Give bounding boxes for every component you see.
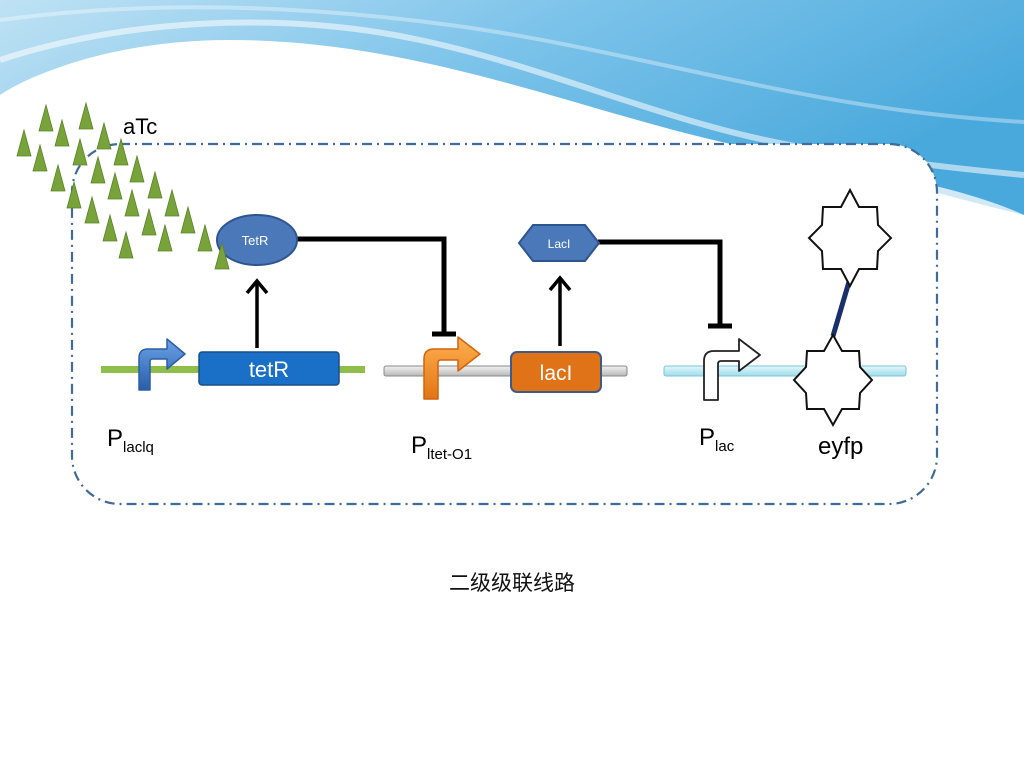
atc-molecule [141, 207, 157, 236]
atc-molecule [102, 213, 118, 242]
atc-molecule [16, 128, 32, 157]
promoter-label-ptet: Pltet-O1 [411, 432, 473, 463]
protein-laci-label: LacI [548, 237, 571, 251]
atc-molecule [113, 137, 129, 166]
atc-molecule [38, 103, 54, 132]
diagram-caption: 二级级联线路 [449, 571, 575, 595]
atc-molecule [50, 163, 66, 192]
atc-molecule [32, 143, 48, 172]
atc-molecules [16, 101, 230, 270]
expression-arrow-laci [548, 275, 572, 346]
atc-molecule [54, 118, 70, 147]
gene-laci: lacI [510, 351, 602, 393]
promoter-arrow-plac [703, 338, 761, 401]
atc-molecule [129, 154, 145, 183]
atc-molecule [66, 180, 82, 209]
atc-molecule [84, 195, 100, 224]
atc-molecule [147, 170, 163, 199]
atc-molecule [164, 188, 180, 217]
atc-molecule [157, 223, 173, 252]
eyfp-star-bottom [792, 332, 874, 428]
atc-label: aTc [123, 114, 158, 139]
atc-molecule [96, 121, 112, 150]
dna-segment-3 [663, 365, 907, 377]
atc-molecule [124, 188, 140, 217]
atc-molecule [90, 155, 106, 184]
atc-molecule [197, 223, 213, 252]
atc-molecule [180, 205, 196, 234]
eyfp-reporter [792, 187, 893, 428]
promoter-label-placiq: Placlq [107, 425, 154, 456]
protein-tetr-label: TetR [242, 233, 269, 248]
reporter-label-eyfp: eyfp [818, 433, 864, 460]
protein-laci: LacI [517, 224, 601, 262]
gene-laci-label: lacI [540, 362, 573, 385]
eyfp-star-top [807, 187, 893, 289]
expression-arrow-tetr [245, 278, 269, 348]
atc-molecule [214, 241, 230, 270]
protein-tetr: TetR [216, 214, 298, 266]
atc-molecule [78, 101, 94, 130]
promoter-arrow-ptet [423, 336, 481, 400]
repression-laci-on-plac [598, 239, 732, 329]
repression-tetr-on-ptet [294, 236, 456, 337]
atc-molecule [107, 171, 123, 200]
cell-boundary [70, 142, 939, 506]
promoter-arrow-placiq [138, 338, 186, 391]
gene-tetr-label: tetR [249, 357, 289, 382]
gene-tetr: tetR [198, 351, 340, 386]
promoter-label-plac: Plac [699, 424, 735, 455]
atc-molecule [72, 137, 88, 166]
atc-molecule [118, 230, 134, 259]
